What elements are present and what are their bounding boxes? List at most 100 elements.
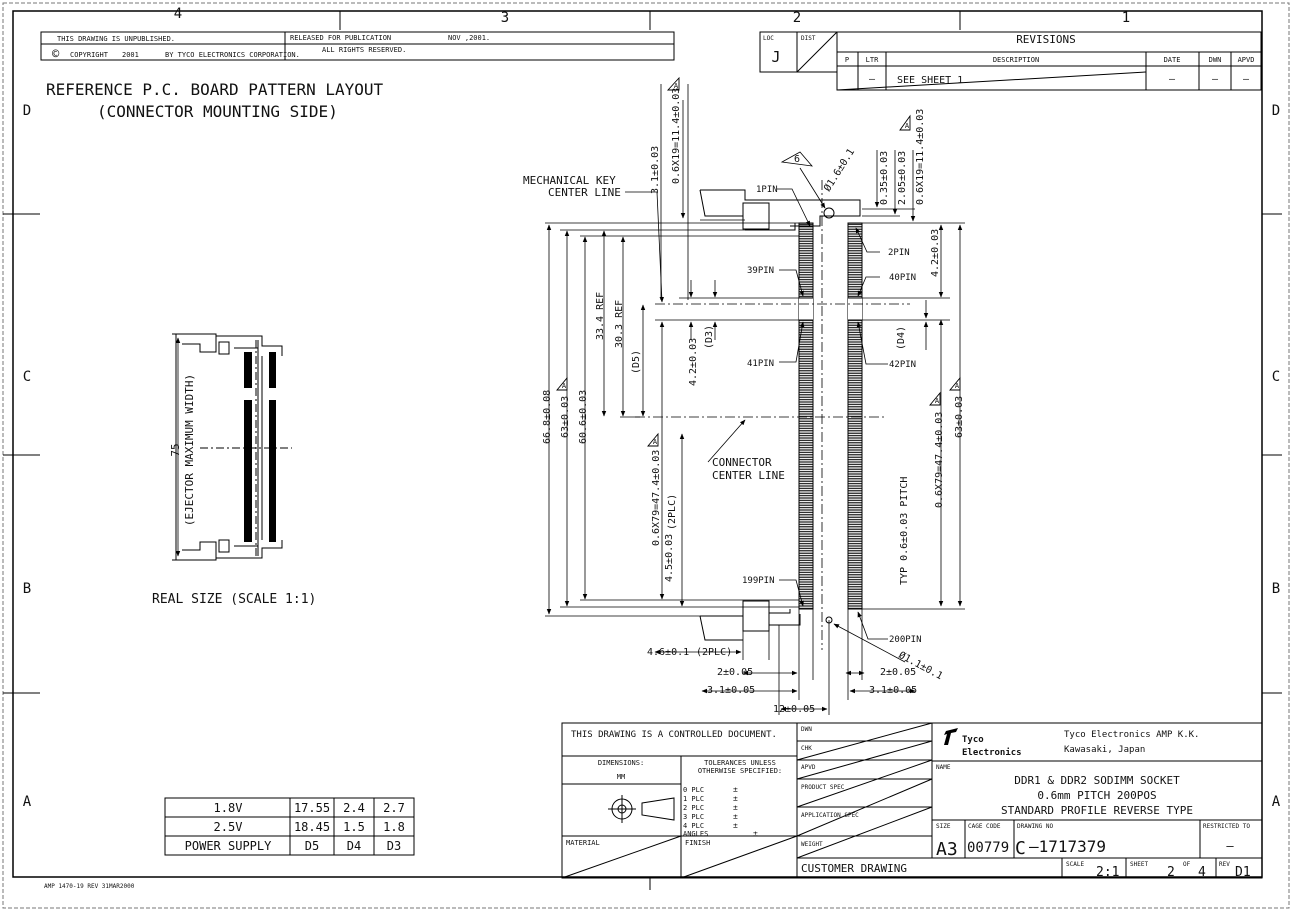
rev-value: D1 xyxy=(1235,865,1251,880)
size-label: SIZE xyxy=(936,823,951,830)
application-spec-label: APPLICATION SPEC xyxy=(801,812,859,819)
sheet-value: 2 xyxy=(1167,865,1175,880)
dim-60-6: 60.6±0.03 xyxy=(578,390,589,444)
material-label: MATERIAL xyxy=(566,839,600,847)
sheet-label: SHEET xyxy=(1130,861,1148,868)
dwn-label: DWN xyxy=(801,726,812,733)
connector-center-label-1: CONNECTOR xyxy=(712,456,772,469)
restricted-label: RESTRICTED TO xyxy=(1203,823,1250,830)
revision-flags: A A A A A A 6 xyxy=(562,82,960,446)
zone-row-d-right: D xyxy=(1272,103,1280,119)
vt-r2-c3: 1.5 xyxy=(343,820,365,834)
dim-2-right: 2±0.05 xyxy=(880,667,916,678)
copyright-owner: BY TYCO ELECTRONICS CORPORATION. xyxy=(165,51,300,59)
zone-col-1: 1 xyxy=(1122,10,1130,26)
voltage-table xyxy=(164,797,415,856)
rev-flag-2: A xyxy=(905,122,910,130)
voltage-table-text: 1.8V 17.55 2.4 2.7 2.5V 18.45 1.5 1.8 PO… xyxy=(185,801,405,853)
dim-0-6x79-right: 0.6X79=47.4±0.03 xyxy=(934,412,945,508)
pin-200-label: 200PIN xyxy=(889,635,922,645)
pin-2-label: 2PIN xyxy=(888,248,910,258)
dim-33-4-ref: 33.4 REF xyxy=(595,292,606,340)
vt-r1-c4: 2.7 xyxy=(383,801,405,815)
copyright-year: 2001 xyxy=(122,51,139,59)
dim-d3: (D3) xyxy=(704,325,715,349)
vt-r1-c1: 1.8V xyxy=(214,801,243,815)
scale-label: SCALE xyxy=(1066,861,1084,868)
copyright-label: COPYRIGHT xyxy=(70,51,109,59)
rev-header-p: P xyxy=(845,56,849,64)
zone-col-2: 2 xyxy=(793,10,801,26)
rev-header-ltr: LTR xyxy=(866,56,879,64)
release-note: RELEASED FOR PUBLICATION xyxy=(290,34,391,42)
dim-4-6: 4.6±0.1 xyxy=(647,647,689,658)
real-size-dimension-label: (EJECTOR MAXIMUM WIDTH) xyxy=(183,374,196,526)
vt-r1-c3: 2.4 xyxy=(343,801,365,815)
zone-row-c-left: C xyxy=(23,369,31,385)
dim-0-35: 0.35±0.03 xyxy=(879,151,890,205)
pin-42-label: 42PIN xyxy=(889,360,916,370)
dim-3-1-right: 3.1±0.05 xyxy=(869,685,917,696)
restricted-value: — xyxy=(1226,839,1234,853)
loc-value: J xyxy=(771,48,780,66)
chk-label: CHK xyxy=(801,745,812,752)
rev-dwn: — xyxy=(1212,74,1219,85)
pin-199-label: 199PIN xyxy=(742,576,775,586)
size-value: A3 xyxy=(936,839,958,860)
right-pin-row xyxy=(847,222,863,610)
drawing-no-prefix: C xyxy=(1015,838,1026,859)
unpublished-note: THIS DRAWING IS UNPUBLISHED. xyxy=(57,35,175,43)
dimensions-label: DIMENSIONS: xyxy=(598,759,644,767)
layout-title: REFERENCE P.C. BOARD PATTERN LAYOUT xyxy=(46,80,384,99)
zone-col-3: 3 xyxy=(501,10,509,26)
pm-0: ± xyxy=(733,785,738,794)
plc-3: 3 PLC xyxy=(683,813,704,821)
real-size-view: 75 (EJECTOR MAXIMUM WIDTH) xyxy=(169,333,292,561)
dist-label: DIST xyxy=(801,35,816,42)
dim-66-8: 66.8±0.08 xyxy=(542,390,553,444)
tyco-logo-icon xyxy=(944,728,958,745)
dim-30-3-ref: 30.3 REF xyxy=(614,300,625,348)
vt-r1-c2: 17.55 xyxy=(294,801,330,815)
revisions-table xyxy=(836,31,1262,91)
name-label: NAME xyxy=(936,764,951,771)
dim-63-right: 63±0.03 xyxy=(954,396,965,438)
logo-line-2: Electronics xyxy=(962,747,1022,758)
of-label: OF xyxy=(1183,861,1191,868)
plc-angles: ANGLES xyxy=(683,830,708,838)
tolerances-2: OTHERWISE SPECIFIED: xyxy=(698,767,782,775)
header-text: THIS DRAWING IS UNPUBLISHED. RELEASED FO… xyxy=(52,34,490,61)
pin-1-label: 1PIN xyxy=(756,185,778,195)
rev-header-apvd: APVD xyxy=(1238,56,1255,64)
rev-header-dwn: DWN xyxy=(1209,56,1222,64)
note-flag: 6 xyxy=(794,154,800,165)
release-date: NOV ,2001. xyxy=(448,34,490,42)
part-name-2: 0.6mm PITCH 200POS xyxy=(1037,789,1156,802)
dim-pitch: TYP 0.6±0.03 PITCH xyxy=(899,477,910,585)
customer-drawing-label: CUSTOMER DRAWING xyxy=(801,862,907,875)
layout-subtitle: (CONNECTOR MOUNTING SIDE) xyxy=(97,102,338,121)
zone-row-a-right: A xyxy=(1272,794,1281,810)
dim-2-05: 2.05±0.03 xyxy=(897,151,908,205)
drawing-no-value: –1717379 xyxy=(1029,837,1106,856)
revisions-title: REVISIONS xyxy=(1016,33,1076,46)
logo-line-1: Tyco xyxy=(962,735,984,745)
dim-d5: (D5) xyxy=(631,350,642,374)
vt-r2-c2: 18.45 xyxy=(294,820,330,834)
pin-41-label: 41PIN xyxy=(747,359,774,369)
pm-3: ± xyxy=(733,812,738,821)
rev-flag-5: A xyxy=(935,397,940,405)
copyright-symbol: © xyxy=(52,47,60,61)
zone-row-b-left: B xyxy=(23,581,31,597)
of-value: 4 xyxy=(1198,865,1206,880)
tolerances-1: TOLERANCES UNLESS xyxy=(704,759,776,767)
dim-4-2-right: 4.2±0.03 xyxy=(930,229,941,277)
connector-center-label-2: CENTER LINE xyxy=(712,469,785,482)
rev-header-date: DATE xyxy=(1164,56,1181,64)
vt-r2-c1: 2.5V xyxy=(214,820,243,834)
controlled-note: THIS DRAWING IS A CONTROLLED DOCUMENT. xyxy=(571,730,777,740)
left-pin-row xyxy=(798,222,814,610)
dim-dia-1-6: Ø1.6±0.1 xyxy=(821,146,857,193)
zone-ticks xyxy=(3,11,1282,890)
